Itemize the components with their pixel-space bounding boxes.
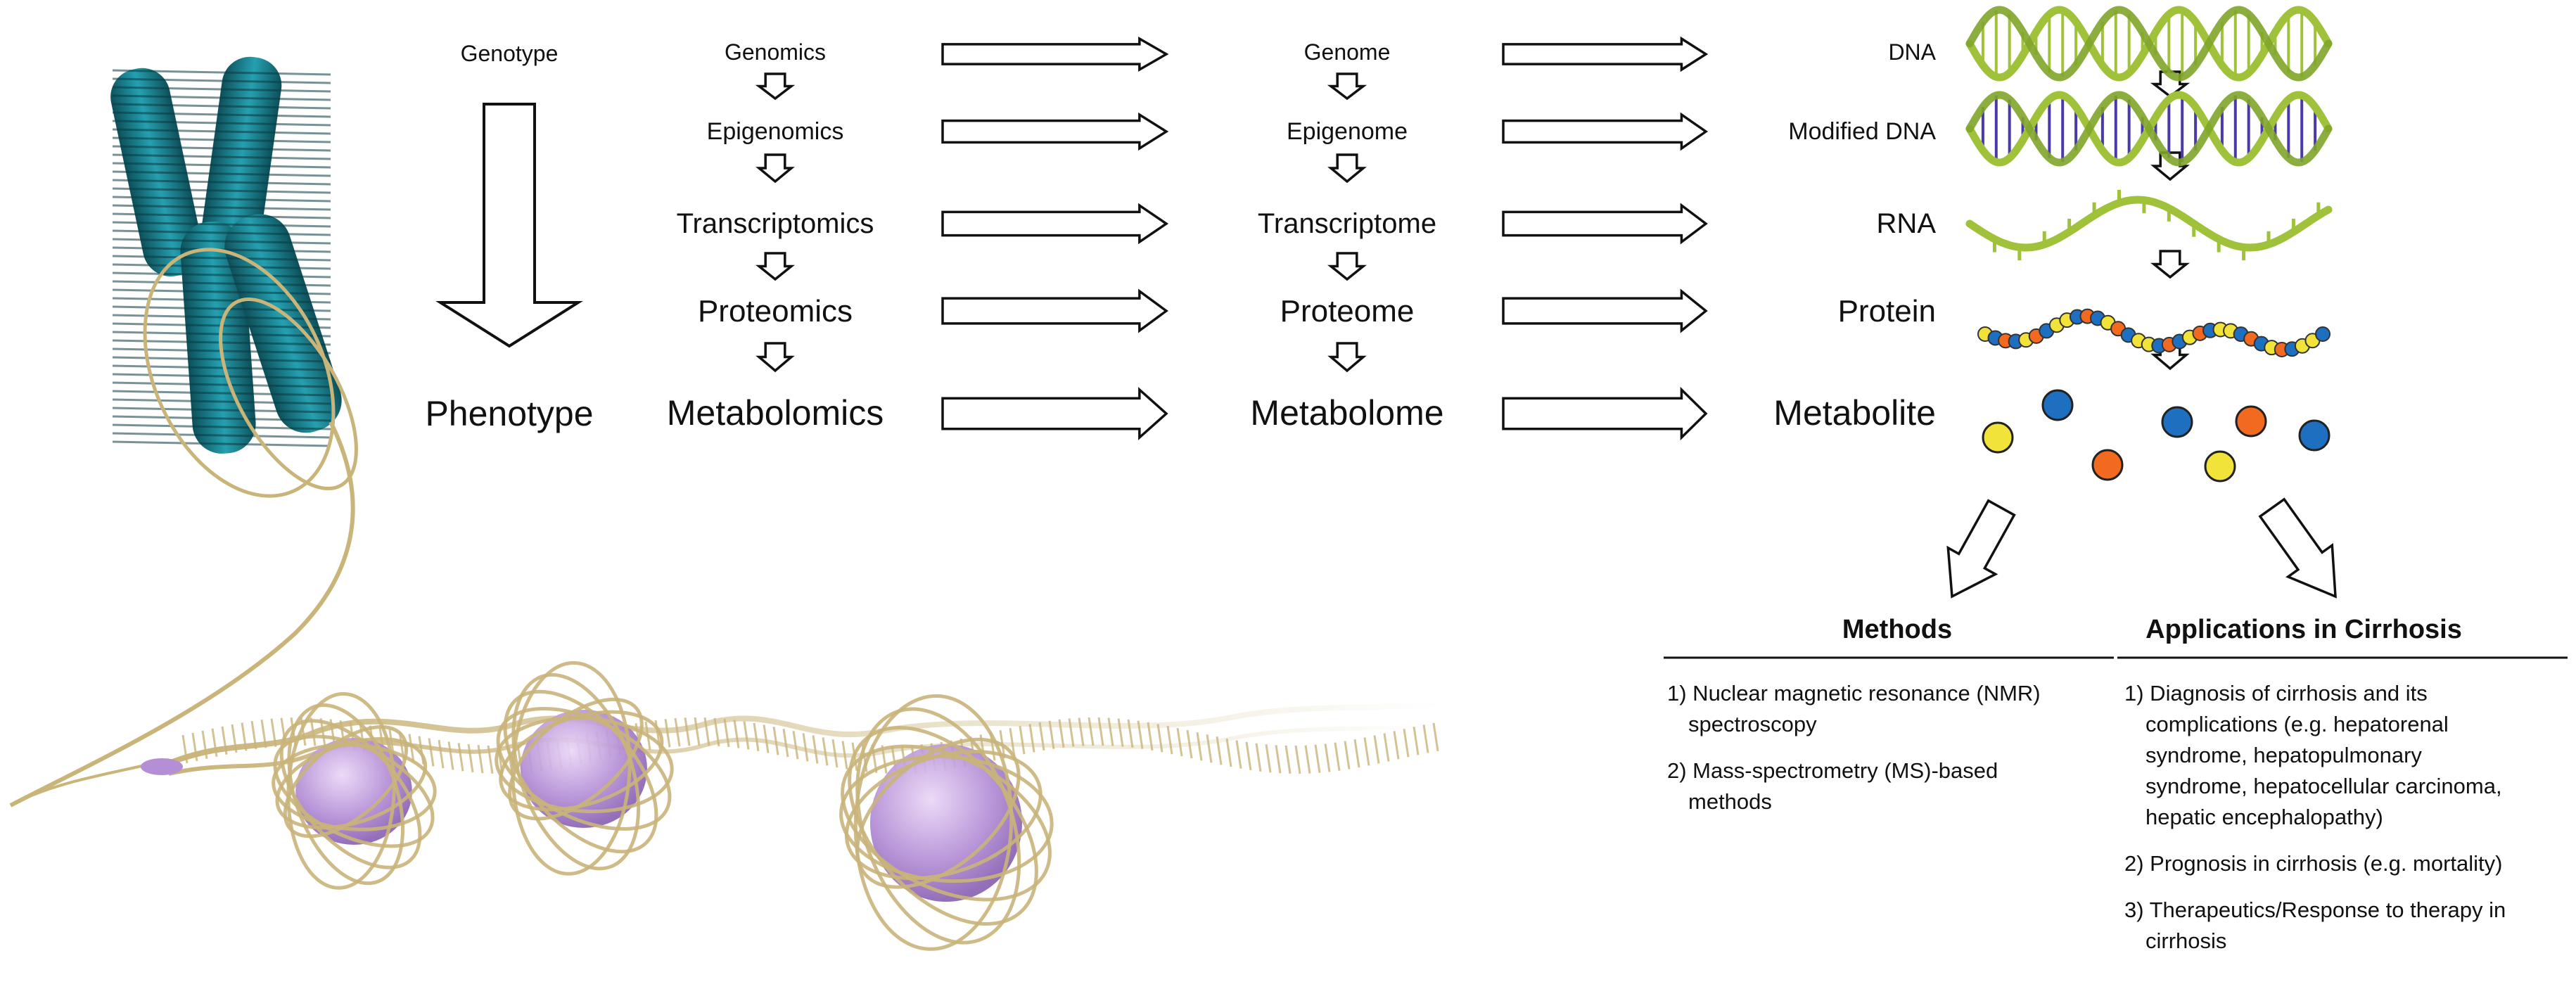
arrow-ome-to-molecule-4 bbox=[1502, 288, 1708, 333]
chromatin-illustration bbox=[141, 660, 1443, 951]
applications-panel: Applications in Cirrhosis 1) Diagnosis o… bbox=[2117, 615, 2568, 953]
nucleosome-3 bbox=[839, 694, 1054, 951]
arrow-omics-to-ome-4 bbox=[941, 288, 1168, 333]
omics-label-proteomics: Proteomics bbox=[698, 294, 853, 328]
chromosome-illustration bbox=[9, 56, 358, 807]
applications-item-3-line-2: cirrhosis bbox=[2145, 928, 2226, 953]
arrow-to-applications bbox=[2258, 497, 2337, 599]
nucleosome-2 bbox=[495, 660, 674, 876]
ome-label-transcriptome: Transcriptome bbox=[1258, 208, 1436, 239]
arrow-ome-to-molecule-1 bbox=[1502, 36, 1709, 72]
flow-arrows bbox=[755, 36, 2337, 599]
applications-item-1-line-3: syndrome, hepatopulmonary bbox=[2145, 743, 2422, 767]
arrow-ome-to-molecule-2 bbox=[1502, 112, 1709, 151]
applications-item-1-line-2: complications (e.g. hepatorenal bbox=[2145, 712, 2449, 736]
genotype-to-phenotype-arrow bbox=[435, 103, 583, 348]
ome-label-genome: Genome bbox=[1304, 39, 1391, 65]
ome-label-metabolome: Metabolome bbox=[1250, 393, 1443, 433]
arrow-omics-down-3 bbox=[755, 252, 795, 281]
applications-item-1-line-4: syndrome, hepatocellular carcinoma, bbox=[2145, 774, 2502, 798]
applications-item-1-line-1: 1) Diagnosis of cirrhosis and its bbox=[2124, 681, 2428, 706]
genotype-phenotype-column: Genotype Phenotype bbox=[425, 41, 593, 433]
molecule-label-dna: DNA bbox=[1888, 39, 1936, 65]
molecule-label-protein: Protein bbox=[1838, 294, 1936, 328]
phenotype-label: Phenotype bbox=[425, 394, 593, 433]
omics-label-transcriptomics: Transcriptomics bbox=[677, 208, 874, 239]
arrow-omics-to-ome-5 bbox=[941, 387, 1168, 440]
ome-column: Genome Epigenome Transcriptome Proteome … bbox=[1250, 39, 1443, 433]
applications-title: Applications in Cirrhosis bbox=[2145, 615, 2462, 644]
ome-label-proteome: Proteome bbox=[1280, 294, 1415, 328]
metabolite-dots-icon bbox=[1982, 389, 2330, 483]
methods-item-1-line-2: spectroscopy bbox=[1688, 712, 1817, 736]
molecule-label-rna: RNA bbox=[1877, 208, 1937, 239]
omics-label-genomics: Genomics bbox=[725, 39, 826, 65]
applications-item-1-line-5: hepatic encephalopathy) bbox=[2145, 805, 2383, 829]
omics-column: Genomics Epigenomics Transcriptomics Pro… bbox=[667, 39, 884, 433]
arrow-molecule-down-3 bbox=[2150, 250, 2190, 279]
arrow-ome-down-1 bbox=[1327, 72, 1367, 101]
molecule-column: DNA Modified DNA RNA Protein Metabolite bbox=[1773, 39, 1936, 433]
arrow-ome-down-4 bbox=[1327, 342, 1367, 373]
protein-chain-icon bbox=[1977, 308, 2330, 358]
arrow-omics-down-4 bbox=[755, 342, 795, 373]
arrow-omics-down-2 bbox=[755, 153, 795, 184]
genotype-label: Genotype bbox=[461, 41, 559, 66]
methods-item-1-line-1: 1) Nuclear magnetic resonance (NMR) bbox=[1667, 681, 2041, 706]
arrow-ome-down-3 bbox=[1327, 252, 1367, 281]
arrow-omics-down-1 bbox=[755, 72, 796, 101]
applications-item-2-line-1: 2) Prognosis in cirrhosis (e.g. mortalit… bbox=[2124, 851, 2503, 876]
arrow-omics-to-ome-1 bbox=[941, 36, 1169, 72]
arrow-ome-to-molecule-3 bbox=[1502, 203, 1708, 245]
molecule-label-modified-dna: Modified DNA bbox=[1788, 118, 1936, 145]
arrow-omics-to-ome-3 bbox=[941, 203, 1169, 245]
nucleosome-1 bbox=[272, 691, 437, 890]
arrow-ome-to-molecule-5 bbox=[1502, 386, 1708, 441]
methods-item-2-line-1: 2) Mass-spectrometry (MS)-based bbox=[1667, 758, 1998, 783]
omics-label-epigenomics: Epigenomics bbox=[707, 118, 844, 145]
molecule-label-metabolite: Metabolite bbox=[1773, 393, 1936, 433]
arrow-to-methods bbox=[1946, 499, 2016, 599]
dna-helix-icon bbox=[1965, 6, 2333, 82]
omics-label-metabolomics: Metabolomics bbox=[667, 393, 884, 433]
methods-title: Methods bbox=[1842, 615, 1952, 644]
arrow-ome-down-2 bbox=[1327, 153, 1367, 184]
arrow-omics-to-ome-2 bbox=[941, 112, 1169, 151]
methods-panel: Methods 1) Nuclear magnetic resonance (N… bbox=[1664, 615, 2114, 814]
rna-strand-icon bbox=[1965, 189, 2333, 261]
ome-label-epigenome: Epigenome bbox=[1287, 118, 1408, 145]
applications-item-3-line-1: 3) Therapeutics/Response to therapy in bbox=[2124, 898, 2506, 922]
methods-item-2-line-2: methods bbox=[1688, 789, 1772, 814]
modified-dna-helix-icon bbox=[1965, 91, 2333, 167]
